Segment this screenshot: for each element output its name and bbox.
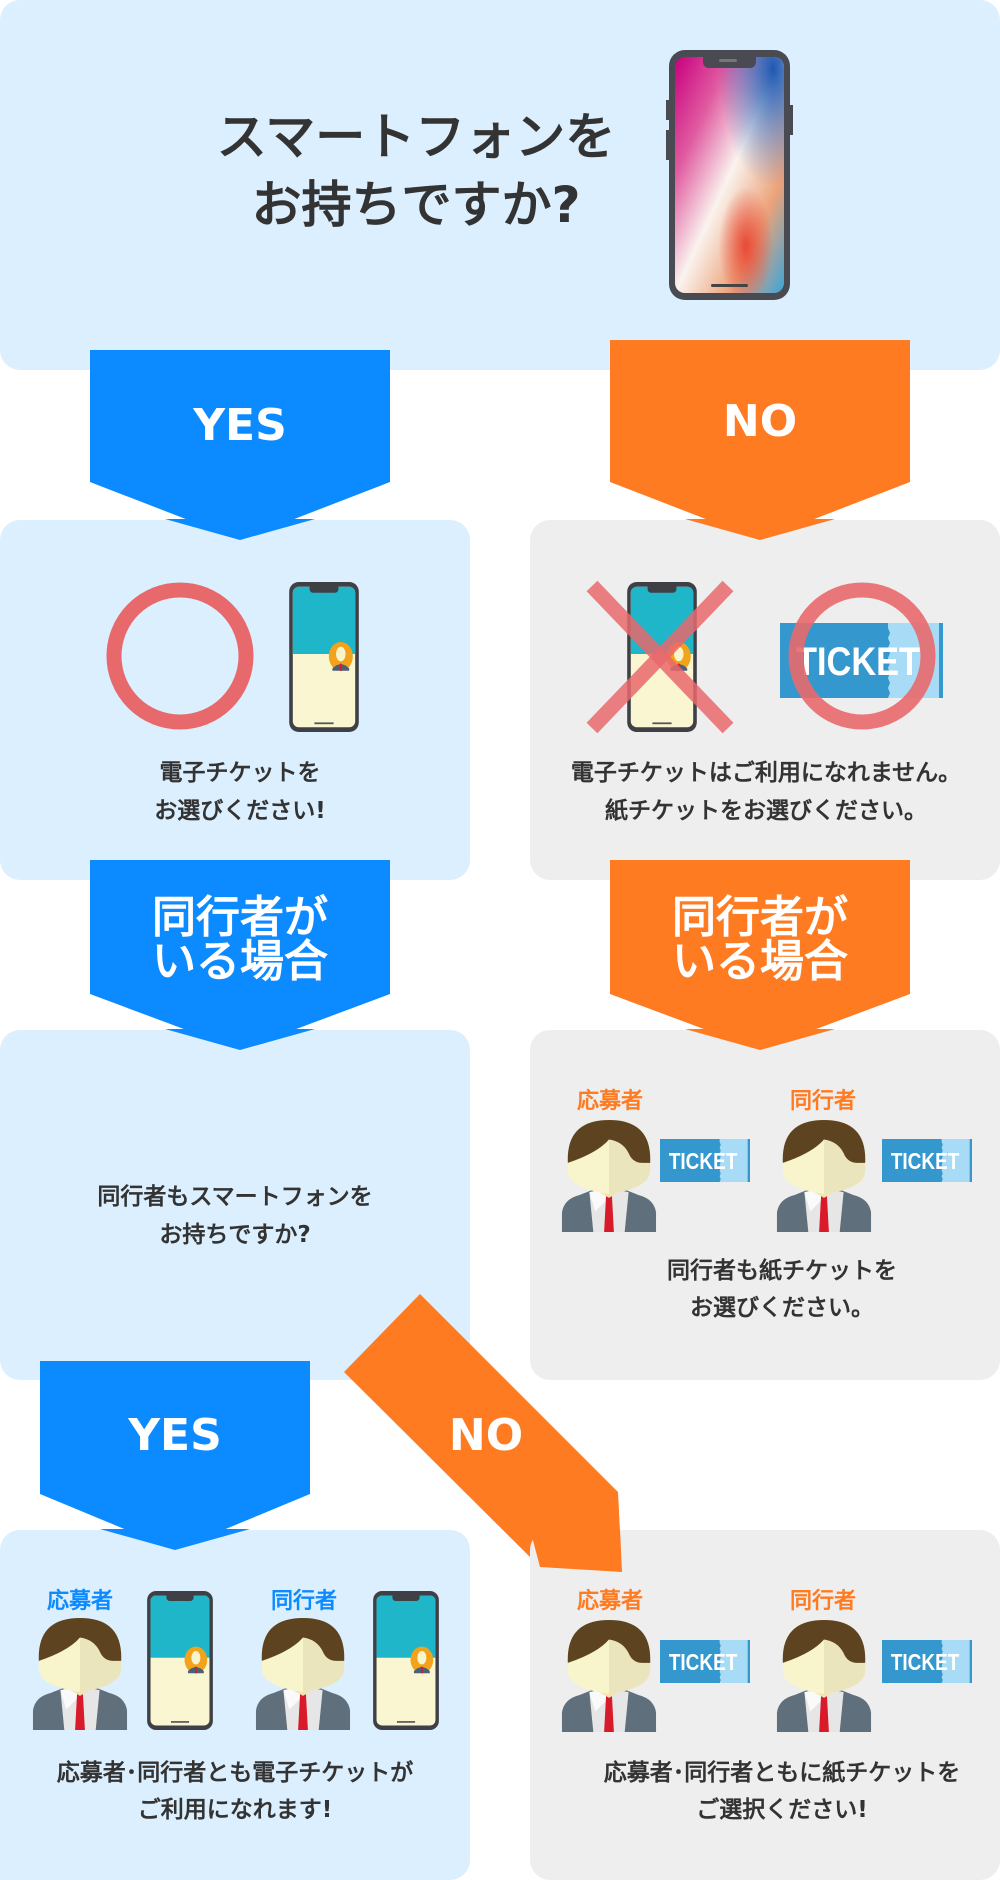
yes-result-line1: 電子チケットを (159, 760, 321, 786)
no-result-line2: 紙チケットをお選びください。 (605, 798, 927, 824)
ticket-label: TICKET (891, 1148, 960, 1173)
final-yes-label: YES (128, 1409, 222, 1461)
companion-question-line1: 同行者もスマートフォンを (97, 1184, 373, 1210)
ticket-icon: TICKET (882, 1640, 972, 1683)
companion-arrow-left-line2: いる場合 (152, 935, 328, 987)
companion-arrow-right-tip (685, 1029, 835, 1050)
applicant-person-icon (560, 1620, 658, 1732)
ticket-icon: TICKET (660, 1139, 750, 1182)
no-arrow (610, 340, 910, 540)
companion-arrow-right-line1: 同行者が (672, 891, 848, 943)
ticket-label: TICKET (669, 1649, 738, 1674)
yes-result-line2: お選びください! (154, 798, 326, 824)
ticket-label: TICKET (669, 1148, 738, 1173)
final-no-line1: 応募者･同行者ともに紙チケットを (603, 1760, 961, 1786)
final-yes-line1: 応募者･同行者とも電子チケットが (56, 1760, 414, 1786)
ticket-label: TICKET (891, 1649, 960, 1674)
companion-question-box (0, 1030, 470, 1380)
final-yes-arrow-tip (100, 1529, 250, 1550)
applicant-label: 応募者 (46, 1589, 114, 1614)
companion-arrow-right (610, 860, 910, 1050)
smartphone-icon (666, 50, 793, 300)
companion-arrow-left (90, 860, 390, 1050)
applicant-label: 応募者 (576, 1089, 644, 1114)
yes-arrow-tip (165, 519, 315, 540)
no-result-box (530, 520, 1000, 880)
companion-label: 同行者 (270, 1589, 338, 1614)
applicant-label: 応募者 (576, 1589, 644, 1614)
companion-arrow-right-line2: いる場合 (672, 935, 848, 987)
smartphone-icon (372, 1591, 440, 1730)
cross-ng-mark-icon (586, 580, 734, 734)
final-yes-arrow (40, 1361, 310, 1550)
companion-person-icon (254, 1618, 352, 1730)
smartphone-icon (146, 1591, 214, 1730)
no-label: NO (722, 395, 798, 447)
companion-no-line2: お選びください。 (690, 1295, 874, 1321)
applicant-person-icon (31, 1618, 129, 1730)
companion-question-line2: お持ちですか? (159, 1222, 311, 1248)
question-line2: お持ちですか? (251, 176, 581, 234)
question-box (0, 0, 1000, 370)
ticket-label: TICKET (796, 640, 920, 684)
no-result-line1: 電子チケットはご利用になれません。 (570, 760, 962, 786)
circle-ok-mark-icon (106, 582, 254, 730)
ticket-icon: TICKET (882, 1139, 972, 1182)
smartphone-icon (288, 582, 360, 732)
final-no-label: NO (448, 1409, 524, 1461)
final-no-line2: ご選択ください! (696, 1797, 868, 1823)
applicant-person-icon (560, 1120, 658, 1232)
yes-label: YES (193, 399, 287, 451)
question-line1: スマートフォンを (216, 108, 616, 166)
companion-label: 同行者 (789, 1089, 857, 1114)
companion-person-icon (775, 1620, 873, 1732)
companion-no-line1: 同行者も紙チケットを (667, 1258, 897, 1284)
companion-label: 同行者 (789, 1589, 857, 1614)
ticket-icon: TICKET (660, 1640, 750, 1683)
companion-arrow-left-line1: 同行者が (152, 891, 328, 943)
no-arrow-tip (685, 519, 835, 540)
yes-arrow (90, 350, 390, 540)
companion-person-icon (775, 1120, 873, 1232)
circle-ok-mark-icon (788, 582, 936, 730)
companion-arrow-left-tip (165, 1029, 315, 1050)
final-yes-line2: ご利用になれます! (137, 1797, 333, 1823)
